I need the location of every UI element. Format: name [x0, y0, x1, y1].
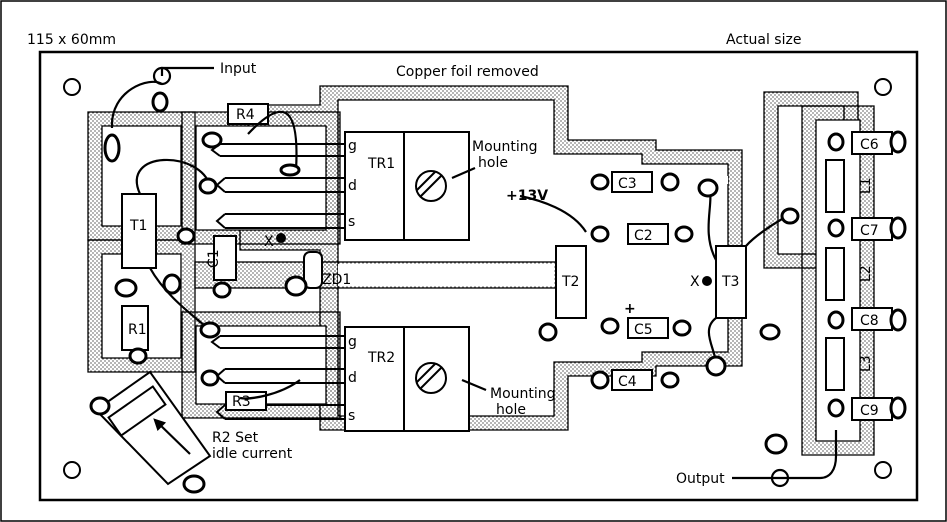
r2-potentiometer	[94, 370, 212, 486]
c5-plus-mark: +	[624, 301, 636, 317]
c8-label: C8	[860, 313, 879, 329]
t2-transformer	[555, 245, 587, 319]
test-points	[276, 233, 712, 286]
output-label: Output	[676, 471, 725, 487]
c4-label: C4	[618, 374, 637, 390]
tr1-leads	[210, 143, 346, 229]
scale-label: Actual size	[726, 32, 801, 48]
l1-label: L1	[858, 177, 874, 194]
l2-label: L2	[858, 265, 874, 282]
r3-label: R3	[232, 394, 251, 410]
tr2-transistor	[344, 326, 470, 432]
x-mark-right: X	[690, 274, 700, 290]
component-labels: R4 TR1 TR2 g d s g d s T1 T2 T3 R1 R3 C1…	[128, 107, 879, 424]
corner-holes	[63, 78, 892, 479]
x-mark-left: X	[264, 234, 274, 250]
tr1-mount-label-2: hole	[478, 155, 508, 171]
c7-label: C7	[860, 223, 879, 239]
tr1-transistor	[344, 131, 470, 241]
tr2-mount-label-1: Mounting	[490, 386, 556, 402]
small-components	[121, 103, 893, 421]
tr2-pin-g: g	[348, 334, 357, 350]
annotation-labels: Input Copper foil removed Mounting hole …	[212, 61, 725, 487]
input-label: Input	[220, 61, 257, 77]
c2-label: C2	[634, 228, 653, 244]
c5-label: C5	[634, 322, 653, 338]
l3-label: L3	[858, 355, 874, 372]
copper-removed-label: Copper foil removed	[396, 64, 539, 80]
t3-transformer	[715, 245, 747, 319]
tr1-pin-s: s	[348, 214, 355, 230]
tr1-label: TR1	[367, 156, 395, 172]
zd1-label: ZD1	[322, 272, 351, 288]
size-label: 115 x 60mm	[27, 32, 116, 48]
solder-pads	[89, 91, 907, 494]
tr2-pin-d: d	[348, 370, 357, 386]
c3-label: C3	[618, 176, 637, 192]
tr2-label: TR2	[367, 350, 395, 366]
tr1-pin-g: g	[348, 138, 357, 154]
c6-label: C6	[860, 137, 879, 153]
r4-label: R4	[236, 107, 255, 123]
board-outline	[38, 50, 919, 502]
supply-label: +13V	[506, 188, 548, 204]
tr2-leads	[210, 335, 345, 420]
tr2-pin-s: s	[348, 408, 355, 424]
t1-label: T1	[129, 218, 147, 234]
r2-label-1: R2 Set	[212, 430, 259, 446]
tr1-pin-d: d	[348, 178, 357, 194]
tr1-mount-label-1: Mounting	[472, 139, 538, 155]
t3-label: T3	[721, 274, 739, 290]
c9-label: C9	[860, 403, 879, 419]
t2-label: T2	[561, 274, 579, 290]
tr2-mount-label-2: hole	[496, 402, 526, 418]
r2-label-2: idle current	[212, 446, 293, 462]
r1-label: R1	[128, 322, 147, 338]
c1-label: C1	[206, 249, 222, 268]
t1-transformer	[121, 193, 157, 269]
